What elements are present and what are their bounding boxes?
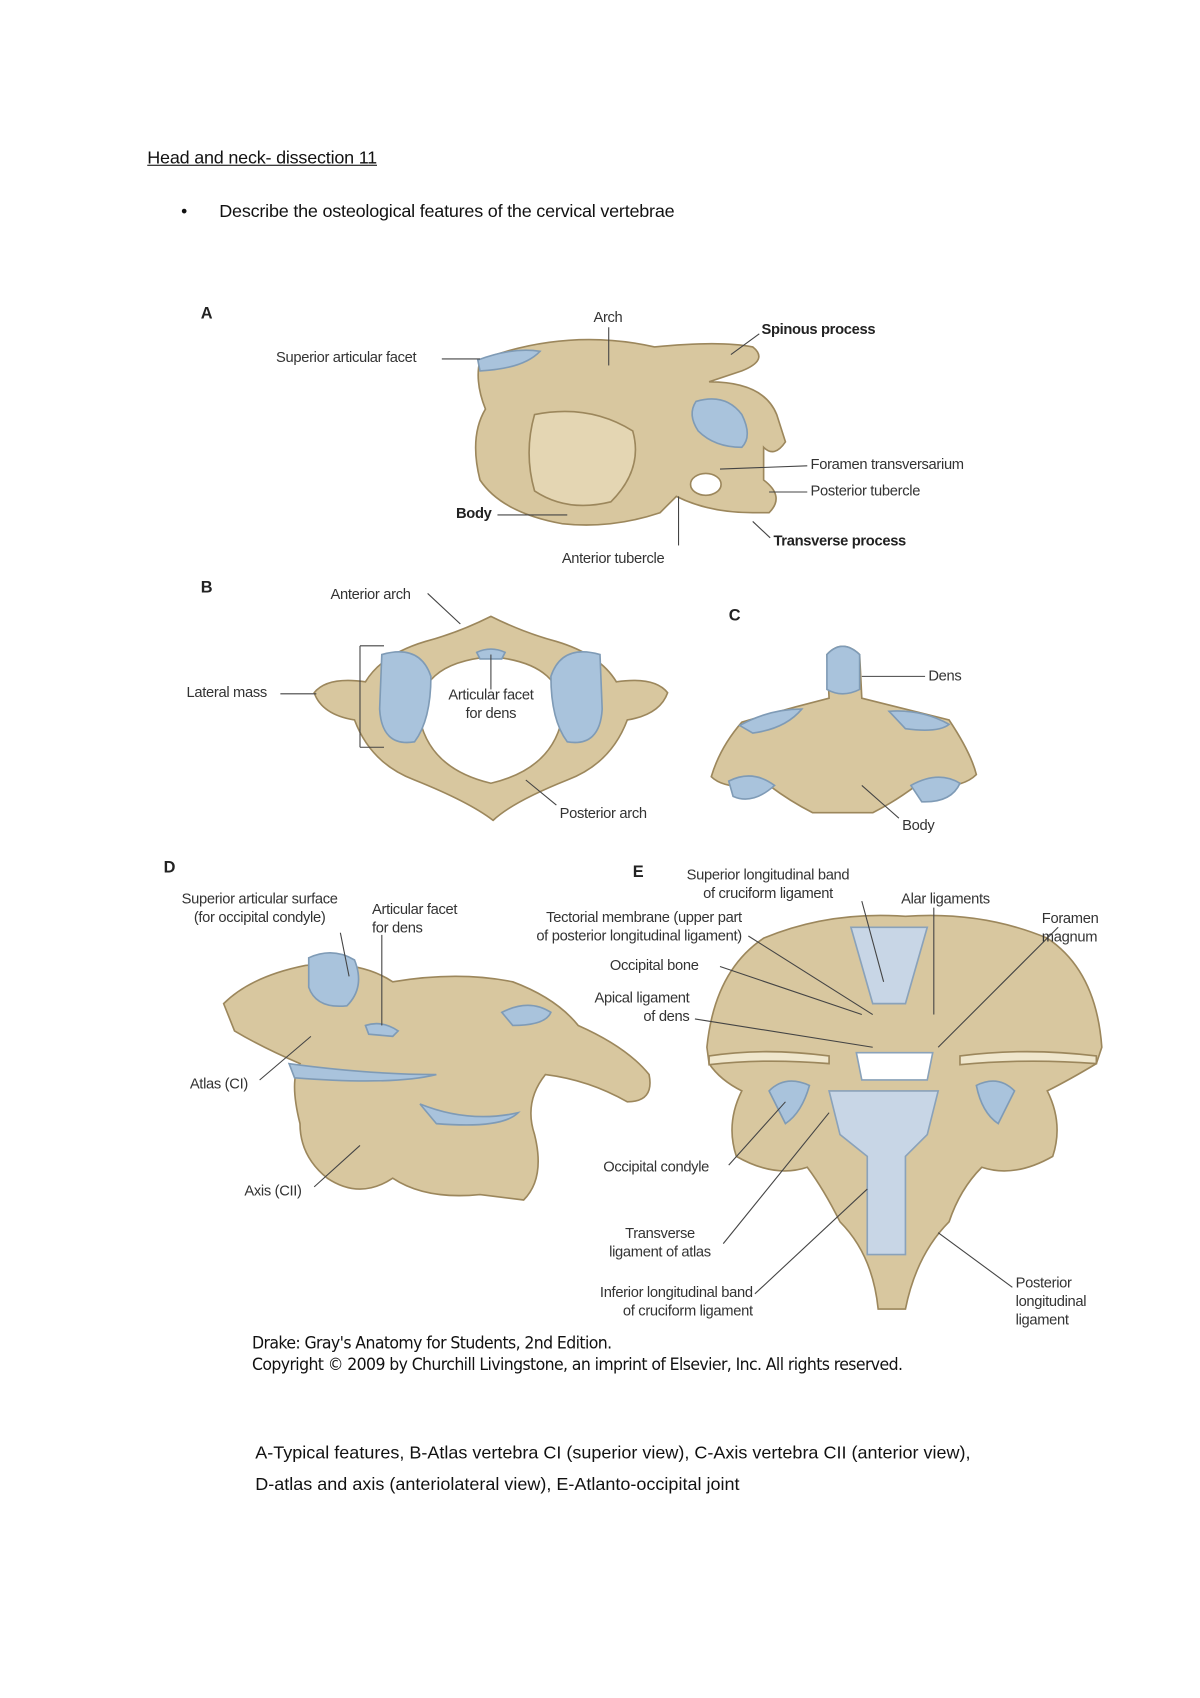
label-posterior-arch: Posterior arch — [559, 805, 647, 822]
label-anterior-arch: Anterior arch — [330, 585, 411, 603]
atlas-axis-illustration — [222, 952, 651, 1201]
label-occipital-bone: Occipital bone — [609, 956, 699, 974]
label-alar-ligaments: Alar ligaments — [901, 890, 990, 907]
page-title: Head and neck- dissection 11 — [147, 148, 377, 168]
atlanto-occipital-joint-illustration — [706, 914, 1103, 1310]
panel-label-d: D — [163, 858, 176, 878]
label-spinous-process: Spinous process — [761, 320, 876, 338]
panel-label-e: E — [632, 862, 644, 882]
caption-line-1: A-Typical features, B-Atlas vertebra CI … — [255, 1443, 971, 1463]
label-axis-body: Body — [902, 817, 935, 834]
leader-lines — [259, 327, 1059, 1295]
label-occipital-condyle: Occipital condyle — [603, 1158, 710, 1175]
label-superior-articular-surface: Superior articular surface(for occipital… — [181, 890, 338, 926]
label-axis: Axis (CII) — [244, 1182, 302, 1199]
anatomy-figure — [222, 327, 1103, 1310]
label-atlas: Atlas (CI) — [189, 1075, 248, 1092]
label-anterior-tubercle: Anterior tubercle — [561, 549, 665, 567]
bullet-text: Describe the osteological features of th… — [219, 201, 675, 222]
label-foramen-transversarium: Foramen transversarium — [810, 455, 965, 473]
label-body: Body — [455, 505, 492, 522]
label-transverse-process: Transverse process — [773, 532, 906, 549]
typical-vertebra-illustration — [474, 338, 787, 526]
label-lateral-mass: Lateral mass — [186, 683, 268, 701]
atlas-vertebra-illustration — [313, 615, 669, 822]
caption-line-2: D-atlas and axis (anteriolateral view), … — [255, 1474, 740, 1495]
panel-label-b: B — [200, 578, 213, 597]
axis-vertebra-illustration — [710, 645, 978, 814]
label-superior-articular-facet: Superior articular facet — [275, 349, 417, 366]
label-dens: Dens — [928, 667, 962, 684]
panel-label-a: A — [200, 304, 213, 323]
figure-credit-copyright: Copyright © 2009 by Churchill Livingston… — [251, 1354, 903, 1375]
label-posterior-tubercle: Posterior tubercle — [810, 482, 921, 499]
panel-label-c: C — [728, 606, 741, 626]
label-arch: Arch — [593, 308, 623, 326]
figure-credit-source: Drake: Gray's Anatomy for Students, 2nd … — [251, 1333, 612, 1353]
bullet-marker: • — [181, 202, 187, 222]
